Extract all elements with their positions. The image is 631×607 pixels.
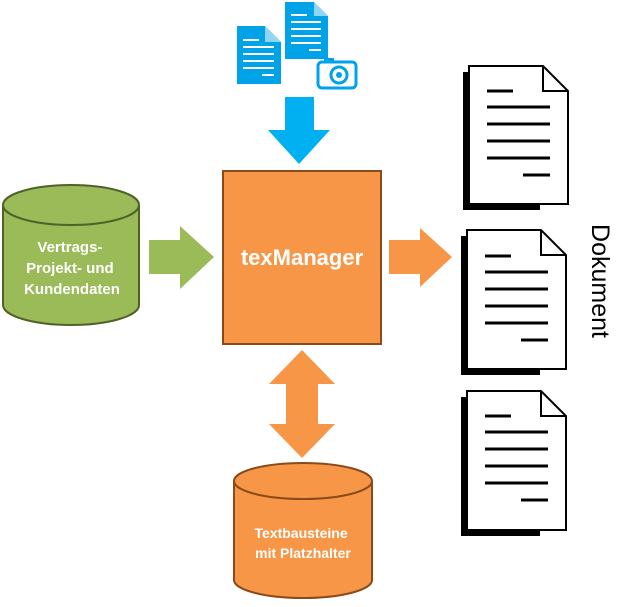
input-arrow — [268, 97, 330, 164]
output-arrow — [389, 228, 452, 287]
svg-text:Textbausteine mit Platzh: Textbausteine mit Platzhalter — [255, 525, 352, 561]
bottom-database-line-2: mit Platzhalter — [255, 545, 351, 561]
bidirectional-arrow — [269, 350, 335, 458]
left-database-line-1: Vertrags- — [37, 239, 102, 256]
texmanager-box — [222, 170, 382, 345]
left-database-line-2: Projekt- und — [26, 260, 114, 277]
output-document-icon-2 — [461, 229, 567, 375]
output-document-icon-3 — [461, 390, 567, 536]
output-label: Dokument — [586, 224, 614, 338]
input-camera-icon — [316, 58, 358, 90]
svg-text:Vertrags- Projekt- und: Vertrags- Projekt- und Kundendaten — [24, 239, 120, 298]
input-data-arrow — [149, 226, 214, 289]
bottom-database-line-1: Textbausteine — [255, 525, 348, 541]
input-document-icon-2 — [285, 2, 328, 59]
bottom-database: Textbausteine mit Platzhalter — [233, 462, 373, 599]
left-database: Vertrags- Projekt- und Kundendaten — [1, 184, 140, 326]
left-database-line-3: Kundendaten — [24, 281, 120, 298]
input-document-icon-1 — [237, 26, 281, 84]
texmanager-label: texManager — [241, 245, 364, 270]
output-document-icon-1 — [463, 65, 569, 210]
